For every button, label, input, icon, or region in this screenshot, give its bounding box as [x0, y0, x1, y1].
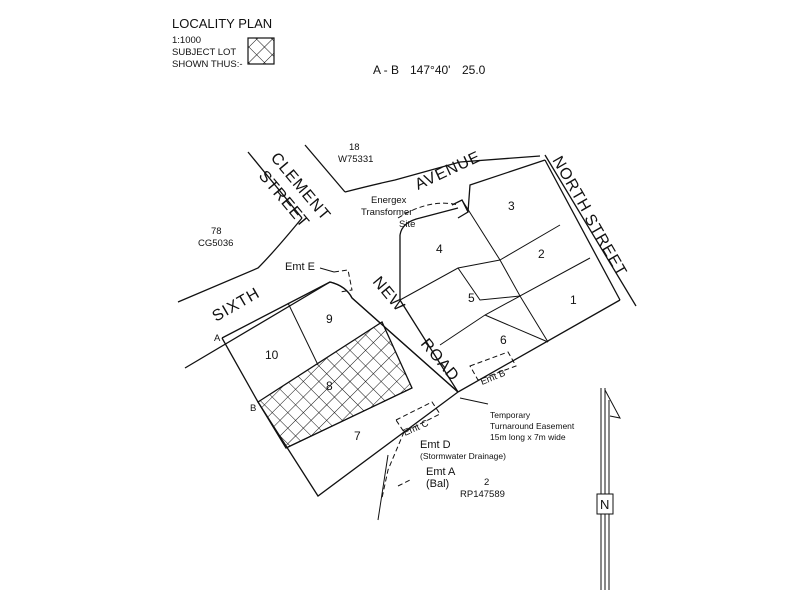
parcel-18-number: 18	[349, 142, 360, 153]
parcel-18-plan: W75331	[338, 154, 373, 165]
parcel-2-number: 2	[484, 477, 489, 488]
annotations: Energex Transformer Site Emt E Emt B Emt…	[214, 195, 575, 490]
west-block	[221, 281, 459, 497]
north-arrow-label: N	[600, 497, 609, 512]
emt-b-outline	[469, 351, 517, 381]
lot-3: 3	[508, 199, 515, 213]
street-north: NORTH	[549, 154, 595, 216]
lot-4: 4	[436, 242, 443, 256]
east-block	[399, 159, 621, 393]
parcel-2-plan: RP147589	[460, 489, 505, 500]
street-sixth: SIXTH	[210, 285, 264, 326]
emt-a-label: Emt A	[426, 466, 456, 478]
emt-d-note: (Stormwater Drainage)	[420, 451, 506, 461]
emt-e-leader	[319, 267, 335, 273]
emt-c-label: Emt C	[402, 418, 431, 439]
parcel-78-plan: CG5036	[198, 238, 233, 249]
lot-6: 6	[500, 333, 507, 347]
lot-2: 2	[538, 247, 545, 261]
energex-label-3: Site	[399, 219, 415, 230]
legend-subject-line2: SHOWN THUS:-	[172, 59, 243, 70]
bearing-value: 147°40'	[410, 63, 450, 77]
street-north-street: STREET	[581, 212, 630, 280]
turnaround-leader	[459, 397, 489, 405]
emt-d-leader	[381, 431, 405, 499]
parcel-78-number: 78	[211, 226, 222, 237]
drainage-line	[377, 454, 389, 521]
energex-label-1: Energex	[371, 195, 407, 206]
parcel-references: 18 W75331 78 CG5036 2 RP147589	[198, 142, 505, 500]
subject-lot-8	[257, 321, 413, 449]
energex-label-2: Transformer	[361, 207, 412, 218]
legend-title: LOCALITY PLAN	[172, 16, 272, 31]
emt-e-outline	[333, 269, 353, 293]
emt-a-note: (Bal)	[426, 478, 449, 490]
turnaround-line1: Temporary	[490, 410, 531, 420]
lot-numbers: 1 2 3 4 5 6 7 8 9 10	[265, 199, 577, 443]
emt-a-leader	[397, 479, 411, 487]
street-road: ROAD	[417, 336, 462, 385]
turnaround-line2: Turnaround Easement	[490, 421, 575, 431]
legend-scale: 1:1000	[172, 35, 201, 46]
lot-8: 8	[326, 379, 333, 393]
street-avenue: AVENUE	[413, 148, 484, 193]
lot-5: 5	[468, 291, 475, 305]
point-b-label: B	[250, 403, 256, 414]
lot-10: 10	[265, 348, 279, 362]
street-new: NEW	[369, 274, 408, 316]
emt-e-label: Emt E	[285, 261, 315, 273]
turnaround-line3: 15m long x 7m wide	[490, 432, 566, 442]
legend-hatch-swatch	[247, 37, 275, 65]
emt-d-label: Emt D	[420, 439, 451, 451]
road-boundaries	[177, 144, 637, 393]
emt-c-outline	[395, 401, 441, 433]
north-arrow: N	[596, 388, 621, 590]
lot-7: 7	[354, 429, 361, 443]
bearing-distance: 25.0	[462, 63, 486, 77]
lot-1: 1	[570, 293, 577, 307]
legend-subject-line1: SUBJECT LOT	[172, 47, 236, 58]
emt-b-label: Emt B	[479, 368, 507, 388]
point-a-label: A	[214, 333, 221, 344]
bearing-label: A - B	[373, 63, 399, 77]
energex-leader	[397, 202, 459, 219]
lot-9: 9	[326, 312, 333, 326]
